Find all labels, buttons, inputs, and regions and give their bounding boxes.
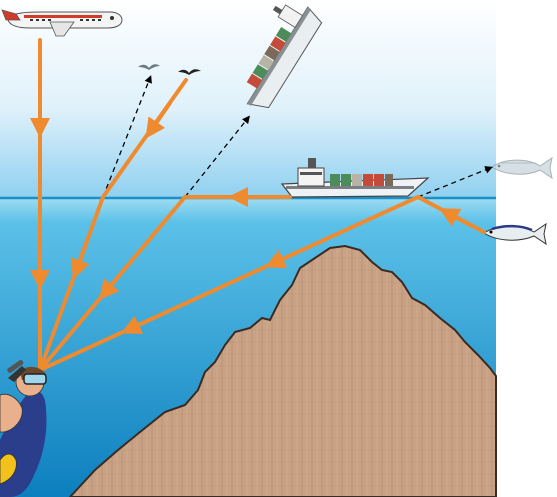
ship-real-icon [280, 158, 430, 198]
ship-apparent-icon [246, 4, 323, 109]
diver-icon [0, 359, 47, 497]
bird-icon [178, 69, 201, 75]
dashed-line-fish [417, 166, 493, 198]
airplane-icon [1, 9, 123, 37]
fish-real-icon [483, 222, 547, 246]
dashed-line-bird [102, 75, 152, 198]
fish-apparent-icon [491, 156, 553, 180]
apparent-sight-lines [102, 75, 493, 198]
dashed-line-ship [184, 115, 250, 198]
light-rays [30, 38, 486, 372]
bird-icon [138, 64, 160, 70]
underwater-rock [68, 244, 497, 497]
sky [0, 0, 496, 198]
